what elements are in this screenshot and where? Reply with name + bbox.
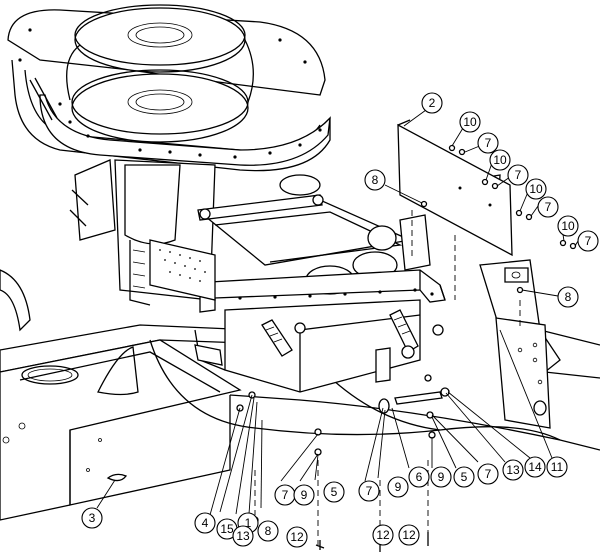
callout-5-a: 5 xyxy=(323,481,345,503)
callout-10-c: 10 xyxy=(525,178,547,200)
callout-8-a-label: 8 xyxy=(372,173,379,187)
callout-7-b: 7 xyxy=(507,164,529,186)
callout-7-f: 7 xyxy=(358,480,380,502)
callout-15: 15 xyxy=(216,518,238,540)
callout-10-b-label: 10 xyxy=(493,153,507,167)
callout-10-d-label: 10 xyxy=(561,219,575,233)
callout-10-a: 10 xyxy=(459,111,481,133)
callout-13-a-label: 13 xyxy=(236,529,250,543)
callout-9-b-label: 9 xyxy=(395,480,402,494)
callout-7-f-label: 7 xyxy=(366,484,373,498)
callout-11-label: 11 xyxy=(551,460,564,474)
callout-7-e: 7 xyxy=(274,484,296,506)
callout-8-a: 8 xyxy=(364,169,386,191)
callout-11: 11 xyxy=(546,456,568,478)
callout-10-d: 10 xyxy=(557,215,579,237)
callout-13-a: 13 xyxy=(232,525,254,547)
callout-10-b: 10 xyxy=(489,149,511,171)
callout-7-c-label: 7 xyxy=(545,200,552,214)
callout-3: 3 xyxy=(81,507,103,529)
callout-1-label: 1 xyxy=(245,516,252,530)
callout-12-a-label: 12 xyxy=(290,530,304,544)
callout-5-a-label: 5 xyxy=(331,485,338,499)
callout-9-c-label: 9 xyxy=(438,470,445,484)
callout-12-b-label: 12 xyxy=(376,528,390,542)
callout-14-label: 14 xyxy=(528,460,542,474)
callout-2: 2 xyxy=(421,92,443,114)
callout-4-label: 4 xyxy=(202,516,209,530)
callout-5-b: 5 xyxy=(453,466,475,488)
callout-7-g-label: 7 xyxy=(485,467,492,481)
callout-8-c-label: 8 xyxy=(265,524,272,538)
leader-lines xyxy=(96,109,579,516)
callout-12-a: 12 xyxy=(286,526,308,548)
conveyor-tray xyxy=(129,174,501,393)
callout-15-label: 15 xyxy=(220,522,234,536)
callout-13-b-label: 13 xyxy=(506,463,520,477)
callout-6: 6 xyxy=(408,466,430,488)
callout-10-a-label: 10 xyxy=(463,115,477,129)
callout-3-label: 3 xyxy=(89,511,96,525)
callout-7-c: 7 xyxy=(537,196,559,218)
callout-7-d-label: 7 xyxy=(585,234,592,248)
callout-6-label: 6 xyxy=(416,470,423,484)
callout-8-b: 8 xyxy=(557,286,579,308)
callout-12-c-label: 12 xyxy=(402,528,416,542)
callout-7-d: 7 xyxy=(577,230,599,252)
callout-8-c: 8 xyxy=(257,520,279,542)
callout-9-a-label: 9 xyxy=(301,488,308,502)
callout-9-c: 9 xyxy=(430,466,452,488)
callout-7-b-label: 7 xyxy=(515,168,522,182)
callout-4: 4 xyxy=(194,512,216,534)
perforation-pattern xyxy=(159,249,206,282)
callout-2-label: 2 xyxy=(429,96,436,110)
callout-7-a: 7 xyxy=(477,132,499,154)
callout-7-a-label: 7 xyxy=(485,136,492,150)
callout-7-e-label: 7 xyxy=(282,488,289,502)
callout-5-b-label: 5 xyxy=(461,470,468,484)
chute-part-2 xyxy=(397,119,513,257)
callout-10-c-label: 10 xyxy=(529,182,543,196)
callout-13-b: 13 xyxy=(502,459,524,481)
callout-9-b: 9 xyxy=(387,476,409,498)
callout-9-a: 9 xyxy=(293,484,315,506)
callout-8-b-label: 8 xyxy=(565,290,572,304)
callout-7-g: 7 xyxy=(477,463,499,485)
callout-14: 14 xyxy=(524,456,546,478)
callout-12-b: 12 xyxy=(372,524,394,546)
callout-12-c: 12 xyxy=(398,524,420,546)
